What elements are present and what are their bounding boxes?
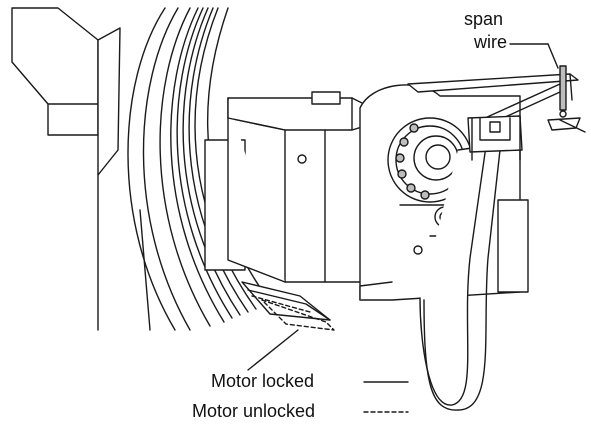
bearing-balls [396,124,429,199]
motor-lock-lever [242,282,334,330]
pulley-wheel [388,118,472,202]
motor-locked-label: Motor locked [211,371,315,391]
drive-belt [420,146,500,410]
motor-housing [205,92,392,282]
span-wire-label-line2: wire [474,32,508,52]
span-wire-label-line1: span [464,9,504,29]
leader-lines [248,44,558,412]
left-frame [12,8,150,330]
span-wire-assembly [408,66,585,160]
motor-unlocked-label: Motor unlocked [192,401,316,421]
